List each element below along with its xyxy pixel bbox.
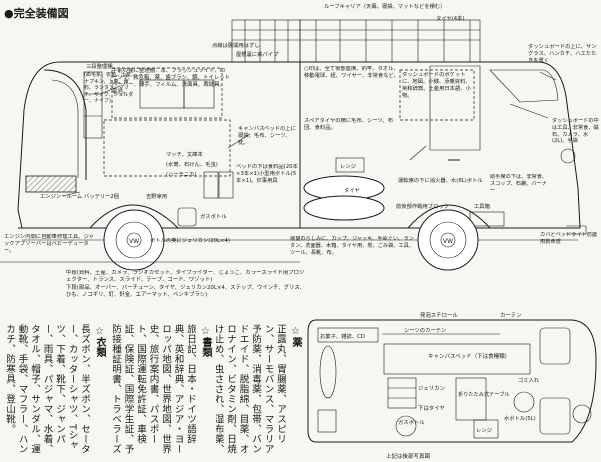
clothes-text: 長ズボン、半ズボン、セーター、カッターシャツ、Tシャツ、下着、靴下、ジャンパー、… (4, 324, 90, 454)
plan-lower-tire: 下はタイヤ (418, 404, 445, 412)
plan-shelf-top: お菓子、雑誌、CD (320, 332, 365, 340)
label-three-stage-items: (ぬ毛糸、衣類、土産、ナプキン、上着、食料、ランタン、マッチ、ザック、ショルダー… (84, 72, 136, 104)
label-ladder: タイヤ(4本) (436, 14, 465, 22)
plan-stop: ゴミ入れ (518, 376, 540, 384)
plan-canvas-bed: キャンバスベッド（下は食糧類） (428, 352, 510, 360)
books-text: 旅日記、日本・ドイツ語辞典、英和辞典、アジア・ヨーロッパ地図、世界地図、世界史、… (110, 324, 196, 454)
medicine-text: 正露丸、胃腸薬、アスピリン、サーモバンス、マラリア予防薬、消毒薬、包帯、バンドエ… (216, 324, 286, 454)
medicine-heading: ☆薬 (290, 326, 301, 347)
label-hanger: (水筒、石けん、毛虫) (166, 160, 218, 168)
label-dash-pocket: ダッシュボードのポケットに、地図、小銭、添乗資料、英和辞典、土産用日本語、小物。 (402, 72, 471, 99)
left-van-side-view: VW (17, 19, 301, 271)
label-tool-box: 工具箱 (474, 202, 491, 210)
label-dash-center: ダッシュボードの中は工具、非常食、磁石、カメラ、水(2L)、手袋 (552, 118, 599, 145)
label-jerrycan: レンジ (340, 164, 356, 170)
plan-curtain: カーテン (500, 312, 522, 319)
books-heading: ☆書類 (200, 326, 211, 357)
label-engine-extra: エンジン内側に自動車修理工具、ジャックアブソーバーはベビーデューター。 (4, 234, 94, 254)
page-title: ●完全装備図 (4, 6, 69, 20)
plan-table: 折りたたみ式テーブル (458, 390, 510, 398)
plan-jerrycan: ジェリカン (418, 385, 445, 392)
label-dotted-removed: 点線は展開用はずし (212, 41, 260, 49)
label-engine-room: エンジン・ルーム バッテリー2個 (40, 192, 119, 200)
label-passenger-under: 助手席の下は、非常食、スコップ、石鹸、バーナー (490, 174, 548, 194)
plan-water: 水ボトル(5L) (504, 414, 536, 422)
label-bed-top-pipe: 屋根裏に鉄パイプ (236, 50, 279, 58)
roof-rack-right (299, 19, 481, 63)
plan-bed-sheet: シーツのカーテン (404, 327, 446, 334)
label-three-stage-shelf: 三段整理棚 (86, 62, 113, 70)
label-folding-table: 吉野家用 (146, 192, 167, 200)
label-tools-bottom2: 下段(部品、オーバー、バーチューン、タイヤ、ジェリカン20L×4、ステップ、ウイ… (66, 284, 306, 299)
plan-view: 発泡スチロール カーテン お菓子、雑誌、CD シーツのカーテン キャンバスベッド… (307, 311, 597, 460)
clothes-heading: ☆衣類 (94, 326, 105, 357)
label-roof-carrier: ルーフキャリア（天幕、寝袋、マットなどを積む） (324, 2, 446, 10)
label-sleeping: キャンバスベッドの上に寝袋、毛布、シーツ、枕。 (238, 126, 296, 146)
label-match-books: マッチ、文庫本 (166, 150, 203, 158)
label-under-seat: 運転席の下に消火器、水(8L)ボトル (398, 176, 483, 184)
plan-gas: ガスボトル (398, 418, 425, 426)
label-shelf-small: 手前の棚に整理棚：本、フラッシュライト、ローソク、救急箱、薬、歯ブラシ、鏡、トイ… (112, 68, 230, 95)
label-right-dashboard: ダッシュボードの上に、サングラス、ハンカチ、ハエたたきを置く (528, 44, 597, 64)
label-harmonica: (ハーモニカ) (166, 171, 197, 178)
label-bottle-under: ボトルの奥にジェリカン(20L×4) (150, 236, 230, 244)
vw-logo-front: VW (443, 238, 453, 245)
label-rear-storage: 前後部作戦用ブロック (396, 202, 449, 210)
right-van-side-view: VW (299, 19, 587, 271)
label-front-bottom: 展望のらしみに、カップ、ジャッキ、手ぬぐい、ランタン、洗面器、木箱、タイヤ用、炭… (290, 236, 415, 256)
label-tire: タイヤ (344, 186, 360, 194)
vw-logo-rear: VW (129, 238, 139, 245)
label-right-list: ○印は、全て後部座席、釣竿、タオル、移動電球、紐、ワイヤー、非常食など。 (304, 66, 399, 79)
plan-range: レンジ (476, 428, 492, 434)
label-bottom-right-bed: カバとベッドライト防護用救命道 (540, 232, 598, 245)
label-spare-tire: スペアタイヤの横に毛布、シーツ、布団、食料品。 (304, 118, 393, 131)
label-gas-bottle: ガスボトル (200, 212, 227, 220)
label-tools-bottom: 中段(資料、土産、カメラ、ラジオカセット、タイプライター、じょうご、カラースライ… (66, 270, 305, 284)
plan-bottom-caption: 上記は後部写真図 (386, 452, 431, 460)
plan-curtain-rail: 発泡スチロール (420, 311, 458, 319)
label-bed-below: ベッドの下は食料品(20本×3本×1)小型用ボトル(5本×1)。炊事用具 (236, 164, 298, 184)
